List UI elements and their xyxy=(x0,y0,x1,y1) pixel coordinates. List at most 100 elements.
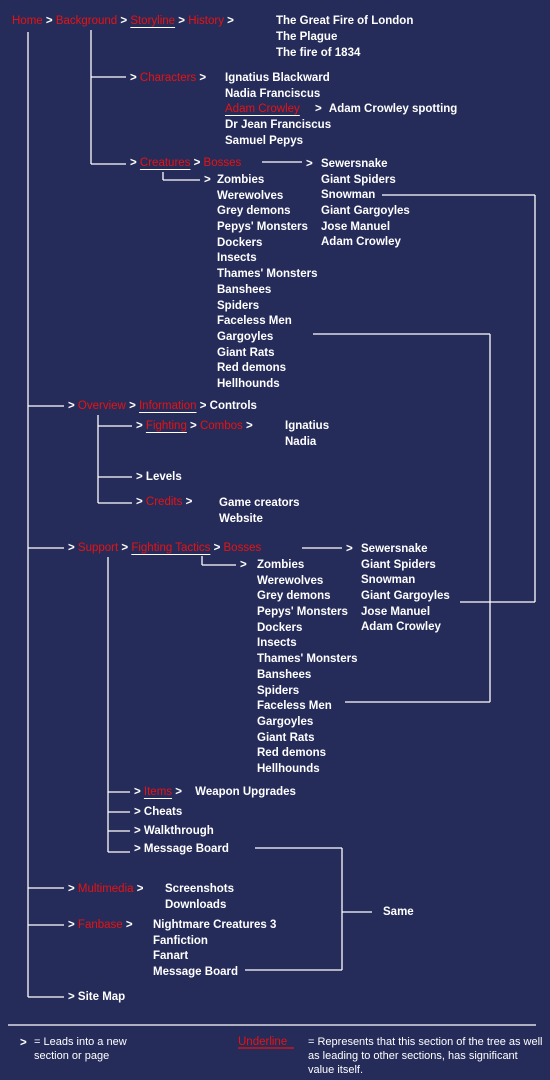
fanbase-row: > Fanbase > xyxy=(68,918,133,932)
list-item: Red demons xyxy=(217,362,287,375)
character-name: Dr Jean Franciscus xyxy=(225,119,332,131)
list-item: Insects xyxy=(217,252,257,265)
node-creatures[interactable]: Creatures xyxy=(139,157,191,169)
support-row: > Support > Fighting Tactics > Bosses xyxy=(68,541,261,555)
list-item: Sewersnake xyxy=(321,158,388,170)
cheats-row: > Cheats xyxy=(134,805,182,819)
node-adam-crowley[interactable]: Adam Crowley xyxy=(225,103,300,115)
list-item: Downloads xyxy=(165,898,227,911)
list-item: Werewolves xyxy=(217,189,284,202)
list-item: Werewolves xyxy=(257,574,324,587)
character-name: Nadia Franciscus xyxy=(225,88,321,100)
node-credits[interactable]: Credits xyxy=(145,496,183,508)
node-background[interactable]: Background xyxy=(55,15,118,27)
arrow-icon: > xyxy=(314,103,322,115)
arrow-icon: > xyxy=(213,542,221,554)
list-item: Ignatius xyxy=(285,420,330,432)
node-bosses[interactable]: Bosses xyxy=(203,157,242,169)
bosses-tactics-list: Sewersnake Giant Spiders Snowman Giant G… xyxy=(361,542,450,636)
list-item: Nadia xyxy=(285,435,317,448)
list-item: Insects xyxy=(257,637,297,650)
node-overview[interactable]: Overview xyxy=(77,400,126,412)
fighting-row: > Fighting > Combos > xyxy=(136,419,253,433)
node-support[interactable]: Support xyxy=(77,542,119,554)
list-item: Giant Rats xyxy=(257,731,315,744)
list-item: Faceless Men xyxy=(217,315,292,328)
credits-row: > Credits > xyxy=(136,495,192,509)
weapon-upgrades-label: Weapon Upgrades xyxy=(195,786,296,798)
list-item: Thames' Monsters xyxy=(217,268,318,281)
list-item: Nightmare Creatures 3 xyxy=(153,919,277,931)
list-item: The fire of 1834 xyxy=(276,47,361,59)
arrow-icon: > xyxy=(227,15,234,27)
list-item: Giant Gargoyles xyxy=(361,590,450,603)
same-label: Same xyxy=(383,906,414,918)
node-multimedia[interactable]: Multimedia xyxy=(77,883,134,895)
node-fighting-tactics[interactable]: Fighting Tactics xyxy=(131,542,211,554)
list-item: Giant Spiders xyxy=(321,173,396,186)
site-map-row: > Site Map xyxy=(68,990,125,1004)
controls-label: Controls xyxy=(209,400,257,412)
list-item: Snowman xyxy=(361,574,416,587)
arrow-icon: > xyxy=(136,496,143,508)
node-items[interactable]: Items xyxy=(143,786,173,798)
list-item: Hellhounds xyxy=(257,762,320,775)
arrow-icon: > xyxy=(346,543,353,555)
list-item: Zombies xyxy=(217,174,265,186)
list-item: Jose Manuel xyxy=(361,605,431,618)
list-item: Jose Manuel xyxy=(321,220,391,233)
node-combos[interactable]: Combos xyxy=(199,420,243,432)
character-name: Samuel Pepys xyxy=(225,135,303,147)
arrow-icon: > xyxy=(306,158,313,170)
arrow-icon: > xyxy=(45,15,53,27)
list-item: Zombies xyxy=(257,559,305,571)
characters-row: > Characters > xyxy=(130,71,206,85)
node-information[interactable]: Information xyxy=(138,400,197,412)
arrow-icon: > xyxy=(125,919,133,931)
list-item: Snowman xyxy=(321,189,376,202)
list-item: Spiders xyxy=(257,684,300,697)
message-board-row: > Message Board xyxy=(134,842,229,856)
site-map-label: Site Map xyxy=(77,991,126,1003)
arrow-icon: > xyxy=(199,72,207,84)
arrow-icon: > xyxy=(68,400,75,412)
adam-spotting-label: Adam Crowley spotting xyxy=(328,103,458,115)
list-item: Pepys' Monsters xyxy=(257,606,348,619)
list-item: Giant Rats xyxy=(217,346,275,359)
root-path: Home > Background > Storyline > History … xyxy=(12,14,234,28)
history-list: The Great Fire of London The Plague The … xyxy=(276,14,413,60)
legend-underline-text: = Represents that this section of the tr… xyxy=(308,1036,543,1076)
levels-row: > Levels xyxy=(136,470,182,484)
list-item: The Plague xyxy=(276,31,338,43)
adam-row: Adam Crowley > Adam Crowley spotting xyxy=(225,102,457,116)
arrow-icon: > xyxy=(129,400,136,412)
arrow-icon: > xyxy=(130,72,137,84)
node-home[interactable]: Home xyxy=(12,15,43,27)
multimedia-list: Screenshots Downloads xyxy=(165,882,234,913)
message-board-label: Message Board xyxy=(143,843,229,855)
items-row: > Items > Weapon Upgrades xyxy=(134,785,296,799)
node-history[interactable]: History xyxy=(188,15,224,27)
list-item: Gargoyles xyxy=(257,715,314,728)
cheats-label: Cheats xyxy=(143,806,183,818)
list-item: Banshees xyxy=(217,283,272,296)
multimedia-row: > Multimedia > xyxy=(68,882,143,896)
node-bosses-tactics[interactable]: Bosses xyxy=(223,542,262,554)
walkthrough-label: Walkthrough xyxy=(143,825,214,837)
arrow-icon: > xyxy=(178,15,185,27)
tactics-list: Zombies Werewolves Grey demons Pepys' Mo… xyxy=(257,558,358,778)
node-fanbase[interactable]: Fanbase xyxy=(77,919,123,931)
list-item: Banshees xyxy=(257,668,312,681)
node-characters[interactable]: Characters xyxy=(139,72,197,84)
list-item: Screenshots xyxy=(165,883,235,895)
list-item: Sewersnake xyxy=(361,543,428,555)
walkthrough-row: > Walkthrough xyxy=(134,824,214,838)
node-fighting[interactable]: Fighting xyxy=(145,420,187,432)
list-item: Giant Spiders xyxy=(361,558,436,571)
arrow-icon: > xyxy=(136,420,143,432)
arrow-icon: > xyxy=(134,843,141,855)
list-item: Adam Crowley xyxy=(361,621,441,634)
arrow-icon: > xyxy=(204,174,211,186)
node-storyline[interactable]: Storyline xyxy=(130,15,176,27)
